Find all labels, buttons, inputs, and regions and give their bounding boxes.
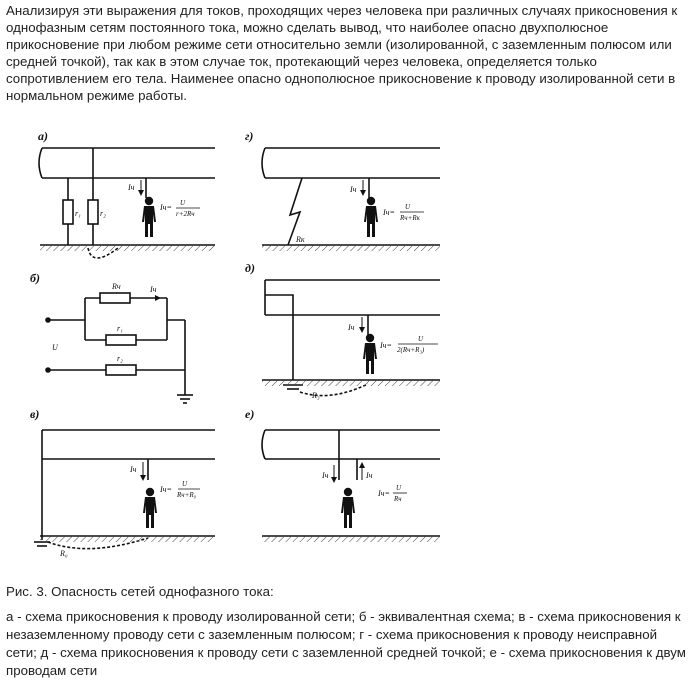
- a-formula-lhs: Iч=: [159, 203, 172, 212]
- a-formula-num: U: [180, 199, 186, 207]
- panel-label-g: г): [245, 129, 253, 143]
- person-a-icon: [142, 196, 156, 237]
- panel-label-b: б): [30, 271, 40, 285]
- g-rk-label: Rк: [295, 235, 305, 244]
- person-e-icon: [341, 487, 355, 528]
- b-rh-label: Rч: [111, 282, 121, 291]
- a-current-label: Iч: [127, 183, 135, 192]
- d-current-label: Iч: [347, 323, 355, 332]
- e-current-left-label: Iч: [321, 471, 329, 480]
- a-formula-den: r+2Rч: [176, 210, 195, 218]
- v-formula-lhs: Iч=: [159, 485, 172, 494]
- panel-label-e: е): [245, 407, 254, 421]
- d-r3-label: R₃: [311, 391, 320, 400]
- d-formula-lhs: Iч=: [379, 341, 392, 350]
- g-current-label: Iч: [349, 185, 357, 194]
- g-formula-den: Rч+Rк: [399, 214, 421, 222]
- figure-caption: Рис. 3. Опасность сетей однофазного тока…: [6, 584, 274, 599]
- e-formula-den: Rч: [393, 495, 402, 503]
- b-u-label: U: [52, 343, 59, 352]
- v-formula-num: U: [182, 480, 188, 488]
- v-r0-label: R₀: [59, 549, 68, 558]
- figure-legend: а - схема прикосновения к проводу изолир…: [6, 609, 686, 678]
- body-paragraph: Анализируя эти выражения для токов, прох…: [6, 3, 678, 104]
- d-formula-den: 2(Rч+R₃): [397, 346, 425, 354]
- g-formula-lhs: Iч=: [382, 208, 395, 217]
- person-v-icon: [143, 487, 157, 528]
- person-g-icon: [364, 196, 378, 237]
- v-current-label: Iч: [129, 465, 137, 474]
- e-formula-lhs: Iч=: [377, 489, 390, 498]
- g-formula-num: U: [405, 203, 411, 211]
- d-formula-num: U: [418, 335, 424, 343]
- b-ih-label: Iч: [149, 285, 157, 294]
- panel-g: [261, 147, 440, 246]
- panel-label-v: в): [30, 407, 39, 421]
- e-formula-num: U: [396, 484, 402, 492]
- e-current-right-label: Iч: [365, 471, 373, 480]
- panel-label-a: а): [38, 129, 48, 143]
- a-r1-label: r₁: [75, 209, 81, 218]
- panel-a: [38, 147, 215, 259]
- b-r1-label: r₁: [117, 324, 123, 333]
- figure-diagram: а) б) в) г) д) е) r₁ r₂ Iч Iч= U r+2Rч R…: [30, 129, 440, 558]
- person-d-icon: [363, 333, 377, 374]
- b-r2-label: r₂: [117, 354, 123, 363]
- panel-d: [262, 279, 440, 397]
- panel-b: [48, 292, 193, 404]
- panel-label-d: д): [245, 261, 255, 275]
- a-r2-label: r₂: [100, 209, 106, 218]
- v-formula-den: Rч+R₀: [176, 491, 197, 499]
